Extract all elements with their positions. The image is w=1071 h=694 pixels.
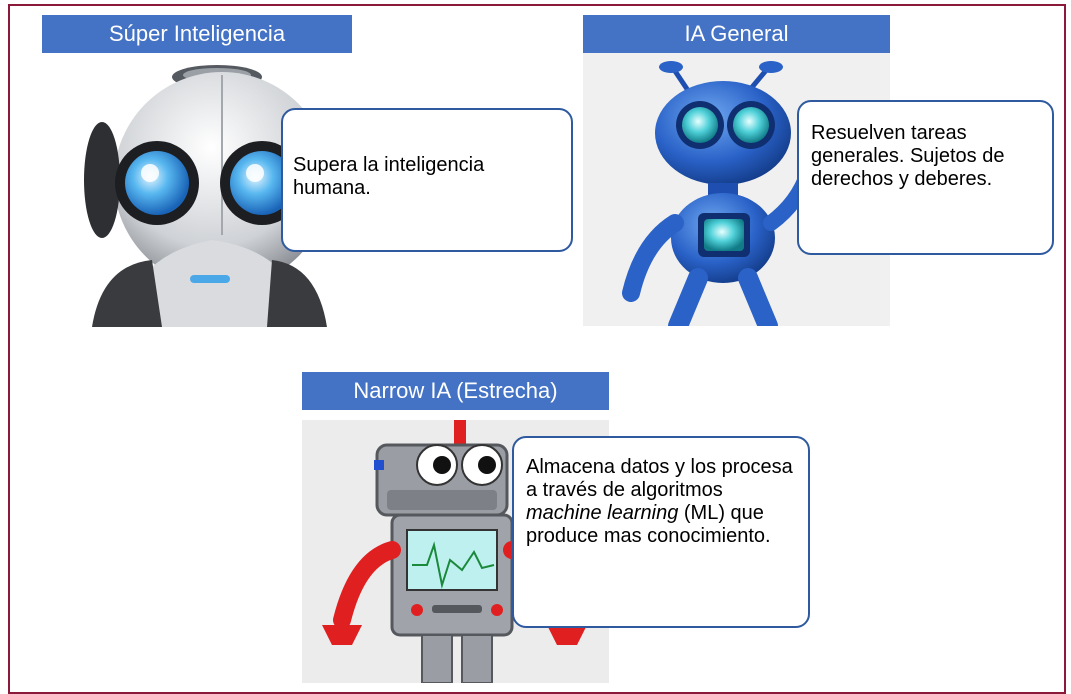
callout-general: Resuelven tareas generales. Sujetos de d…: [797, 100, 1054, 255]
general-robot-image: [583, 53, 890, 326]
callout-super: Supera la inteligencia humana.: [281, 108, 573, 252]
callout-narrow-text-italic: machine learning: [526, 502, 679, 524]
callout-general-text: Resuelven tareas generales. Sujetos de d…: [811, 122, 1005, 190]
callout-narrow: Almacena datos y los procesa a través de…: [512, 436, 810, 628]
header-ia-general: IA General: [583, 15, 890, 53]
callout-narrow-text: Almacena datos y los procesa a través de…: [526, 456, 796, 548]
header-super-inteligencia: Súper Inteligencia: [42, 15, 352, 53]
super-robot-image: [72, 55, 332, 327]
callout-super-text: Supera la inteligencia humana.: [293, 154, 485, 199]
header-narrow-ia: Narrow IA (Estrecha): [302, 372, 609, 410]
callout-narrow-text-part2: (ML) que produce mas conocimiento.: [526, 502, 771, 547]
callout-narrow-text-part1: Almacena datos y los procesa a través de…: [526, 456, 793, 501]
